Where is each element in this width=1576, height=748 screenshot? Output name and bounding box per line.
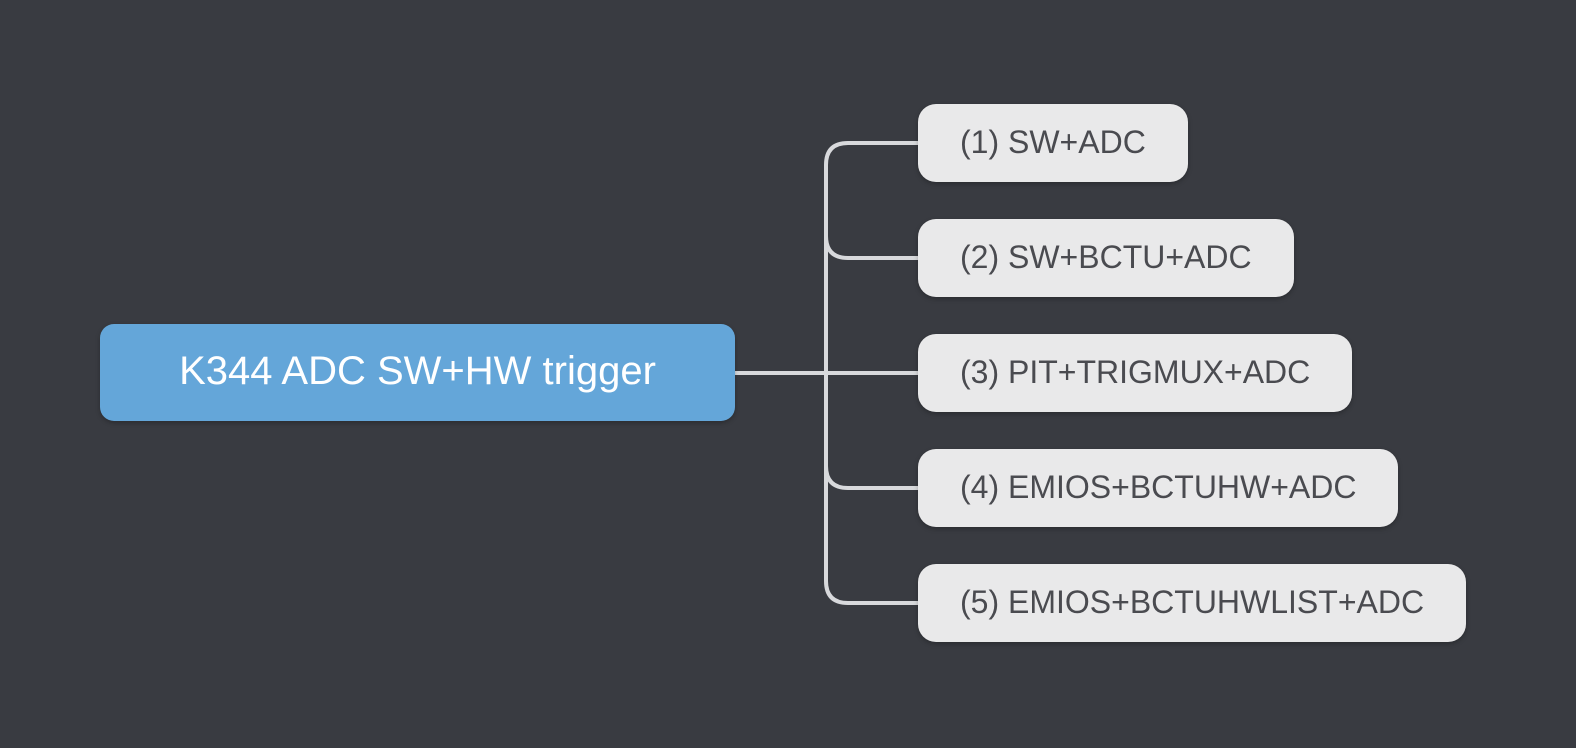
child-node-4[interactable]: (4) EMIOS+BCTUHW+ADC bbox=[918, 449, 1399, 527]
connector-child-2 bbox=[824, 234, 920, 260]
child-node-2[interactable]: (2) SW+BCTU+ADC bbox=[918, 219, 1294, 297]
child-node-5[interactable]: (5) EMIOS+BCTUHWLIST+ADC bbox=[918, 564, 1467, 642]
connector-child-4 bbox=[824, 464, 920, 490]
child-node-3[interactable]: (3) PIT+TRIGMUX+ADC bbox=[918, 334, 1353, 412]
child-node-1[interactable]: (1) SW+ADC bbox=[918, 104, 1188, 182]
root-node[interactable]: K344 ADC SW+HW trigger bbox=[100, 324, 735, 421]
